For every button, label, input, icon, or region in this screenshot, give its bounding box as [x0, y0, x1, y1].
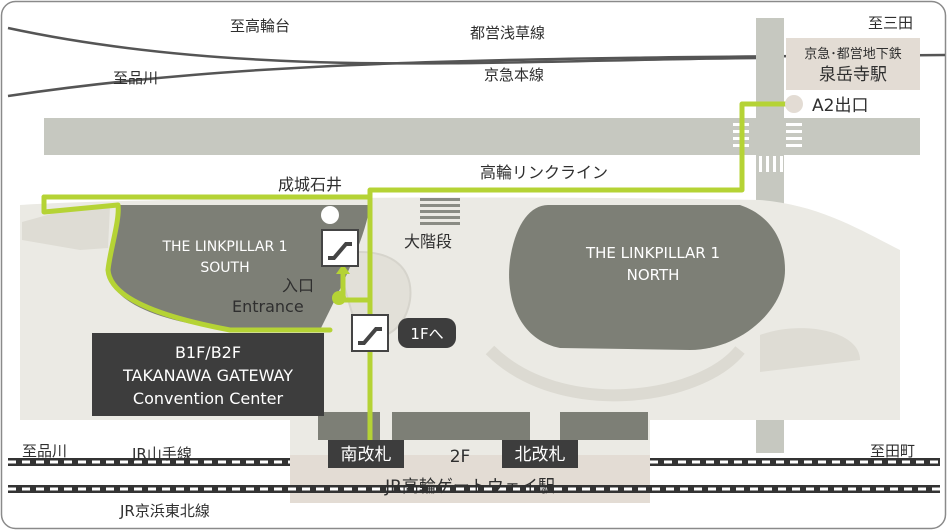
- label-entrance-jp: 入口: [282, 276, 314, 295]
- label-convention-floors: B1F/B2F: [175, 343, 241, 362]
- label-entrance-en: Entrance: [232, 297, 304, 316]
- label-sengakuji-line: 京急･都営地下鉄: [804, 47, 902, 62]
- label-convention-sub: Convention Center: [133, 389, 284, 408]
- green-plaza: [318, 412, 648, 440]
- location-pin-icon: [321, 206, 339, 224]
- label-floor-2f: 2F: [450, 447, 471, 467]
- sengakuji-station-box: [786, 38, 920, 90]
- label-sengakuji-station: 泉岳寺駅: [819, 65, 887, 85]
- label-jr-yamanote: JR山手線: [131, 445, 192, 463]
- label-to-tamachi: 至田町: [870, 442, 915, 460]
- north-gate-box: [502, 440, 578, 468]
- label-north-gate: 北改札: [515, 445, 566, 465]
- escalator-icon: [321, 229, 359, 267]
- label-grand-stairs: 大階段: [404, 232, 452, 251]
- linkpillar-north-building: [509, 205, 785, 350]
- label-convention-name: TAKANAWA GATEWAY: [122, 366, 293, 385]
- label-seijo-ishii: 成城石井: [278, 175, 342, 194]
- convention-center-label-box: [92, 333, 324, 416]
- label-jr-keihin-tohoku: JR京浜東北線: [119, 502, 210, 520]
- entrance-arrow: [336, 264, 350, 274]
- location-pin-icon: [785, 95, 803, 113]
- stairs-icon: [420, 198, 460, 225]
- label-takanawa-link-line: 高輪リンクライン: [480, 163, 608, 182]
- label-south-name: THE LINKPILLAR 1: [161, 239, 287, 255]
- label-to-takanawadai: 至高輪台: [230, 17, 290, 35]
- label-jr-station: JR高輪ゲートウェイ駅: [384, 477, 555, 497]
- entrance-marker: [332, 291, 346, 305]
- label-south-sub: SOUTH: [200, 260, 249, 276]
- label-keikyu-main-line: 京急本線: [484, 66, 544, 84]
- label-to-mita: 至三田: [868, 14, 913, 32]
- to-1f-badge: [398, 318, 456, 348]
- label-to-1f: 1Fへ: [410, 325, 443, 343]
- jr-rail-lines: [8, 458, 940, 493]
- label-to-shinagawa-top: 至品川: [113, 69, 158, 87]
- escalator-icon: [351, 314, 389, 352]
- south-gate-box: [328, 440, 404, 468]
- linkpillar-south-building: [44, 205, 370, 330]
- label-north-sub: NORTH: [627, 266, 680, 284]
- label-north-name: THE LINKPILLAR 1: [585, 244, 720, 262]
- label-exit-a2: A2出口: [812, 96, 868, 116]
- label-toei-asakusa-line: 都営浅草線: [470, 24, 545, 42]
- label-to-shinagawa-bottom: 至品川: [22, 442, 67, 460]
- label-south-gate: 南改札: [341, 445, 392, 465]
